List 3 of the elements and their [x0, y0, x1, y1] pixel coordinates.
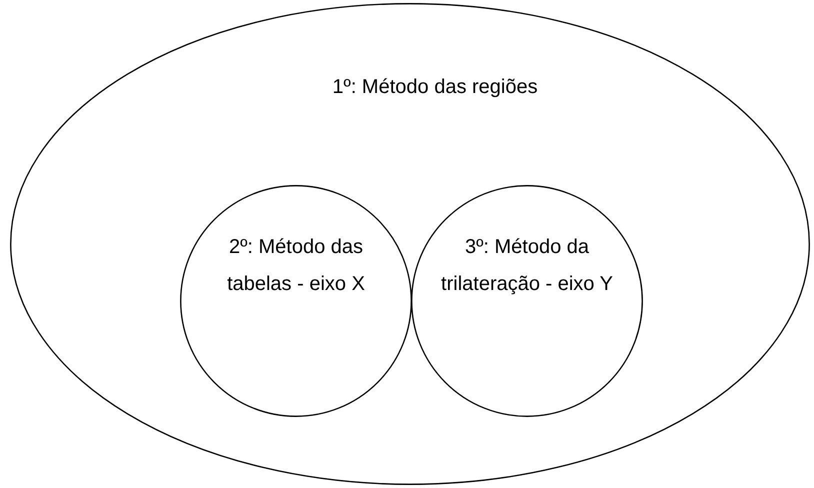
node-label: 1º: Método das regiões: [331, 75, 539, 100]
node-label: 2º: Método das tabelas - eixo X: [226, 235, 366, 297]
node-label: 3º: Método da trilateração - eixo Y: [440, 235, 614, 297]
